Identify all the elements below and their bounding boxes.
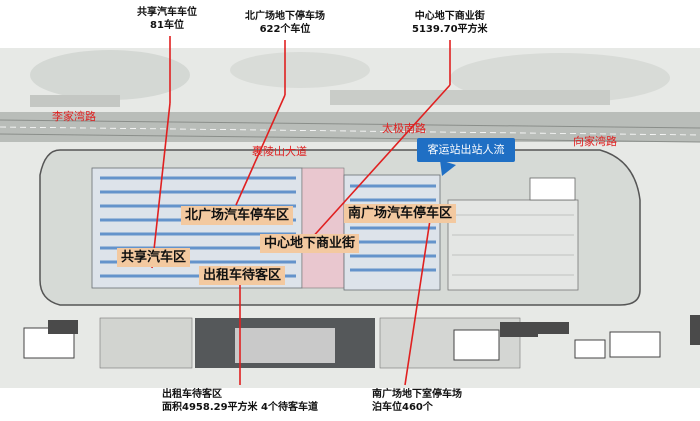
callout-value: 622个车位 [259, 24, 311, 35]
road-label-lijia: 李家湾路 [52, 110, 96, 123]
callout-title: 共享汽车车位 [137, 7, 197, 18]
callout-value: 面积4958.29平方米 4个待客车道 [162, 402, 318, 413]
callout-title: 中心地下商业街 [414, 11, 485, 22]
zone-north-plaza-parking: 北广场汽车停车区 [181, 206, 294, 225]
callout-shared-cars: 共享汽车车位 81车位 [137, 6, 197, 32]
road-label-guoling: 裹陵山大道 [252, 145, 307, 158]
callout-central-street: 中心地下商业街 5139.70平方米 [412, 10, 488, 36]
zone-south-plaza-parking: 南广场汽车停车区 [344, 204, 457, 223]
callout-south-parking: 南广场地下室停车场 泊车位460个 [372, 388, 462, 414]
passenger-flow-label: 客运站出站人流 [417, 138, 515, 162]
road-label-xiangjia: 向家湾路 [573, 135, 617, 148]
central-street-strip [301, 167, 345, 289]
zone-taxi: 出租车待客区 [199, 266, 286, 285]
callout-title: 南广场地下室停车场 [372, 389, 462, 400]
callout-taxi-waiting: 出租车待客区 面积4958.29平方米 4个待客车道 [162, 388, 318, 414]
right-surface-lot [447, 177, 579, 291]
callout-leader-lines [151, 36, 451, 386]
callout-value: 81车位 [150, 20, 184, 31]
south-parking-grid [343, 174, 441, 291]
callout-north-parking: 北广场地下停车场 622个车位 [245, 10, 325, 36]
callout-value: 泊车位460个 [372, 402, 433, 413]
road-label-taiji: 太极南路 [382, 122, 426, 135]
callout-title: 出租车待客区 [162, 389, 222, 400]
callout-value: 5139.70平方米 [412, 24, 488, 35]
zone-central-street: 中心地下商业街 [260, 234, 360, 253]
callout-title: 北广场地下停车场 [245, 11, 325, 22]
zone-shared-cars: 共享汽车区 [117, 248, 191, 267]
